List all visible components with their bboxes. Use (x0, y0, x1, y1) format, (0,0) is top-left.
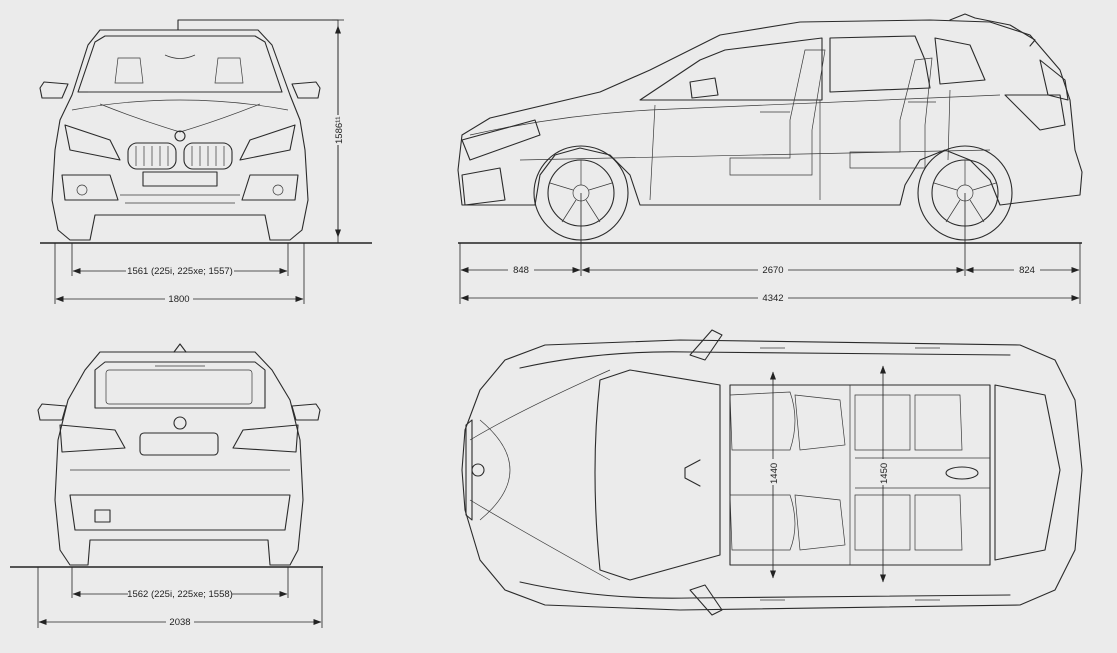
rear-view (37, 343, 321, 566)
side-view-dimensions: 848 2670 824 4342 (458, 193, 1082, 304)
side-view (457, 13, 1083, 241)
wheelbase-label: 2670 (762, 265, 783, 276)
top-view (461, 329, 1083, 616)
rear-view-dimensions: 1562 (225i, 225xe; 1558) 2038 (10, 566, 323, 628)
front-overhang-label: 848 (513, 265, 529, 276)
top-view-dimensions: 1440 1450 (766, 365, 890, 583)
rear-track-label: 1562 (225i, 225xe; 1558) (127, 589, 233, 600)
rear-interior-width-label: 1450 (879, 463, 890, 484)
rear-overhang-label: 824 (1019, 265, 1035, 276)
front-width-label: 1800 (168, 294, 189, 305)
front-view (39, 19, 339, 241)
length-label: 4342 (762, 293, 783, 304)
front-track-label: 1561 (225i, 225xe; 1557) (127, 266, 233, 277)
front-height-label: 1586¹¹ (334, 117, 345, 144)
front-view-dimensions: 1586¹¹ 1561 (225i, 225xe; 1557) 1800 (40, 19, 372, 305)
mirror-width-label: 2038 (169, 617, 190, 628)
front-interior-width-label: 1440 (769, 463, 780, 484)
